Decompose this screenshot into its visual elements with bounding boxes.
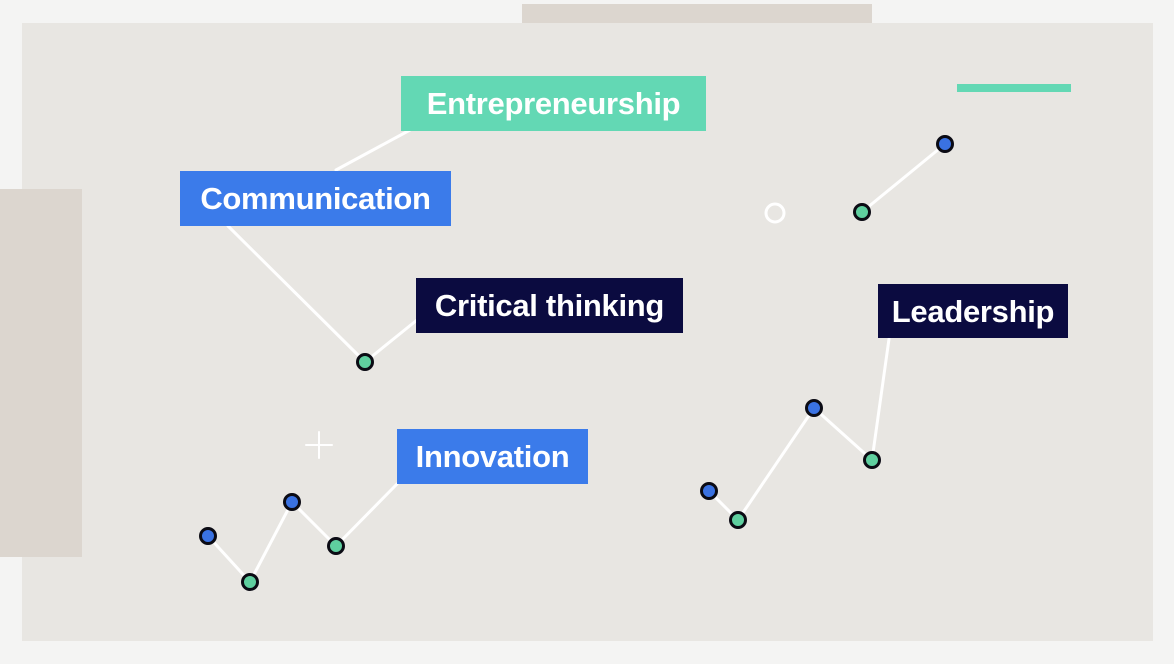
label-communication: Communication [180, 171, 451, 226]
decorative-teal-bar [957, 84, 1071, 92]
node-dot-green [241, 573, 259, 591]
connector-communication-critical-thinking [226, 224, 419, 364]
node-dot-green [327, 537, 345, 555]
node-dot-blue [700, 482, 718, 500]
label-innovation: Innovation [397, 429, 588, 484]
node-dot-blue [283, 493, 301, 511]
connector-leadership-path [707, 337, 891, 522]
node-dot-blue [936, 135, 954, 153]
label-leadership: Leadership [878, 284, 1068, 338]
node-dot-blue [199, 527, 217, 545]
connector-top-right-path [860, 142, 947, 214]
decorative-block-left [0, 189, 82, 557]
node-dot-green [729, 511, 747, 529]
connector-innovation-path [206, 482, 399, 584]
small-ring-marker [764, 202, 786, 224]
node-dot-green [863, 451, 881, 469]
node-dot-green [853, 203, 871, 221]
node-dot-green [356, 353, 374, 371]
label-entrepreneurship: Entrepreneurship [401, 76, 706, 131]
label-critical-thinking: Critical thinking [416, 278, 683, 333]
node-dot-blue [805, 399, 823, 417]
connector-entrepreneurship-communication [334, 128, 412, 172]
